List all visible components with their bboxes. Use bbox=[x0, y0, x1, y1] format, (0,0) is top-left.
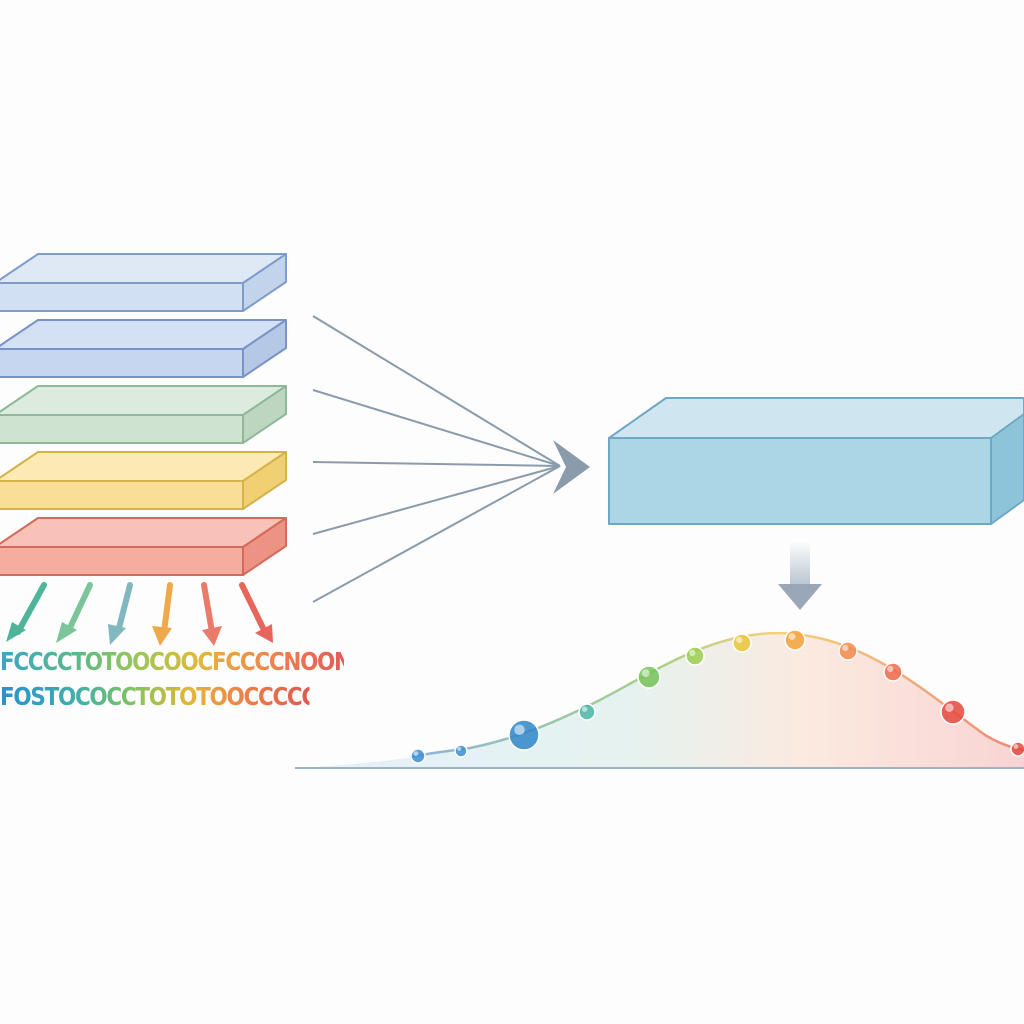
input-layer-5 bbox=[0, 517, 287, 576]
token-arrow-icon bbox=[239, 582, 273, 643]
curve-point-highlight bbox=[736, 636, 743, 643]
token-arrow-icon bbox=[6, 582, 47, 642]
curve-point-highlight bbox=[689, 649, 696, 656]
curve-point bbox=[578, 703, 596, 721]
curve-point bbox=[454, 744, 468, 758]
token-sequence-line: FCCCCTOTOOCOOCFCCCCNOON bbox=[0, 647, 344, 676]
down-arrow-icon bbox=[778, 540, 822, 610]
curve-point bbox=[508, 719, 540, 751]
output-block bbox=[608, 397, 1024, 525]
curve-point-highlight bbox=[413, 751, 419, 756]
input-layer-4 bbox=[0, 451, 287, 510]
input-layer-stack bbox=[0, 253, 287, 576]
curve-point-highlight bbox=[842, 644, 849, 651]
curve-point bbox=[732, 633, 752, 653]
curve-point-highlight bbox=[945, 703, 954, 712]
curve-point-highlight bbox=[581, 706, 588, 712]
curve-point bbox=[410, 748, 426, 764]
curve-point-highlight bbox=[887, 665, 894, 672]
curve-point-highlight bbox=[641, 669, 650, 678]
curve-point-highlight bbox=[514, 724, 525, 735]
token-arrow-icon bbox=[201, 582, 222, 646]
curve-points bbox=[410, 629, 1024, 764]
token-arrow-icon bbox=[152, 582, 173, 646]
curve-point-highlight bbox=[457, 746, 462, 752]
input-layer-3 bbox=[0, 385, 287, 444]
token-arrows bbox=[6, 582, 273, 646]
distribution-curve bbox=[295, 629, 1024, 769]
curve-point bbox=[883, 662, 903, 682]
curve-point bbox=[838, 641, 858, 661]
curve-point bbox=[1010, 741, 1024, 757]
curve-point bbox=[940, 699, 966, 725]
curve-point-highlight bbox=[788, 633, 796, 640]
input-layer-1 bbox=[0, 253, 287, 312]
curve-point-highlight bbox=[1013, 744, 1019, 749]
converging-arrows bbox=[312, 315, 590, 603]
input-layer-2 bbox=[0, 319, 287, 378]
curve-point bbox=[685, 646, 705, 666]
arrow-head-icon bbox=[553, 440, 590, 494]
curve-point bbox=[784, 629, 806, 651]
token-arrow-icon bbox=[56, 582, 93, 643]
token-sequence-line: FOSTOCOCCTOTOTOOCCCCCTBOTGTPOON bbox=[0, 682, 310, 711]
curve-point bbox=[637, 665, 661, 689]
token-arrow-icon bbox=[108, 582, 133, 645]
